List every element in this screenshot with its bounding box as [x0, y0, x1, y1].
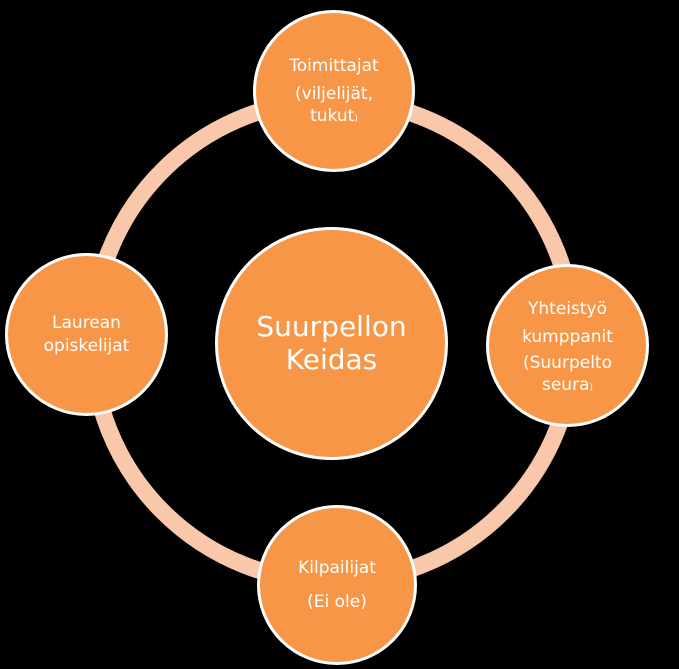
node-toimittajat: Toimittajat (viljelijät, tukut) — [253, 10, 415, 172]
laurean-label-line2: opiskelijat — [43, 335, 130, 356]
yhteistyo-detail-line1: (Suurpelto — [522, 353, 612, 374]
center-node-suurpellon-keidas: Suurpellon Keidas — [215, 227, 448, 460]
toimittajat-detail-text: tukut — [310, 106, 355, 127]
kilpailijat-detail: (Ei ole) — [307, 592, 367, 612]
toimittajat-detail-line1: (viljelijät, — [295, 83, 373, 104]
kilpailijat-label: Kilpailijat — [298, 557, 376, 578]
center-label-line1: Suurpellon — [256, 310, 407, 344]
yhteistyo-label-line1: Yhteistyö — [528, 298, 607, 319]
toimittajat-paren: ) — [354, 114, 358, 125]
yhteistyo-detail-line2: seura) — [542, 374, 593, 396]
yhteistyo-paren: ) — [589, 383, 593, 394]
yhteistyo-label-line2: kumppanit — [522, 327, 613, 348]
toimittajat-label: Toimittajat — [289, 55, 379, 76]
laurean-label-line1: Laurean — [52, 313, 121, 334]
node-kilpailijat: Kilpailijat (Ei ole) — [257, 505, 417, 665]
toimittajat-detail-line2: tukut) — [310, 105, 358, 127]
node-laurean-opiskelijat: Laurean opiskelijat — [5, 253, 168, 416]
node-yhteistyokumppanit: Yhteistyö kumppanit (Suurpelto seura) — [486, 264, 649, 427]
yhteistyo-detail-text: seura — [541, 375, 590, 396]
center-label-line2: Keidas — [285, 342, 378, 376]
